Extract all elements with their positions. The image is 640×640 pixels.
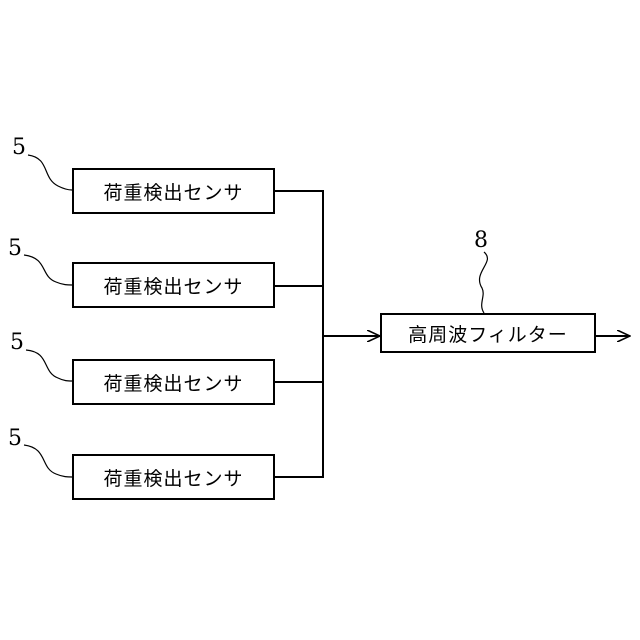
- high-frequency-filter-box: 高周波フィルター: [380, 313, 596, 353]
- leader-line-sensor-4: [24, 445, 72, 477]
- ref-numeral-sensor-3: 5: [10, 332, 24, 354]
- leader-line-sensor-1: [28, 155, 72, 190]
- filter-label: 高周波フィルター: [408, 320, 568, 347]
- leader-line-sensor-3: [26, 350, 72, 381]
- leader-line-filter: [479, 252, 487, 313]
- ref-numeral-sensor-2: 5: [8, 238, 22, 260]
- load-sensor-label: 荷重検出センサ: [103, 464, 243, 491]
- leader-line-sensor-2: [24, 255, 72, 285]
- load-sensor-label: 荷重検出センサ: [103, 272, 243, 299]
- load-sensor-box-4: 荷重検出センサ: [72, 454, 275, 500]
- load-sensor-label: 荷重検出センサ: [103, 369, 243, 396]
- ref-numeral-sensor-1: 5: [12, 137, 26, 159]
- load-sensor-box-1: 荷重検出センサ: [72, 168, 275, 214]
- ref-numeral-sensor-4: 5: [8, 428, 22, 450]
- load-sensor-box-3: 荷重検出センサ: [72, 359, 275, 405]
- load-sensor-box-2: 荷重検出センサ: [72, 262, 275, 308]
- ref-numeral-filter: 8: [474, 230, 488, 252]
- load-sensor-label: 荷重検出センサ: [103, 178, 243, 205]
